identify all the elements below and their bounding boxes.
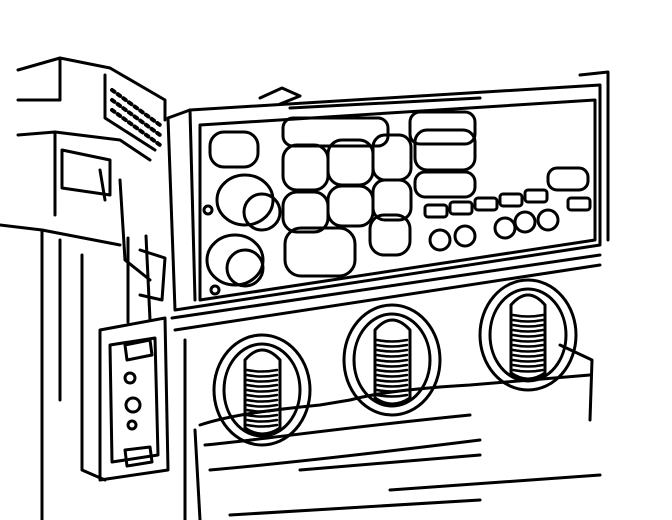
knob-rib: [375, 353, 409, 358]
knob-rib: [375, 388, 409, 393]
knob-rib: [245, 408, 279, 413]
preset-button: [413, 170, 477, 199]
bracket-hole: [123, 371, 137, 385]
knob-rib: [375, 348, 409, 353]
knob-rib: [245, 423, 279, 428]
knob-rib: [245, 393, 279, 398]
knob-rib: [245, 373, 279, 378]
rotary-knob-lower: [205, 233, 265, 288]
knob-rib: [375, 358, 409, 363]
small-knob: [453, 224, 477, 248]
lower-button: [368, 213, 412, 257]
preset-button: [371, 133, 413, 182]
display-window: [281, 116, 390, 148]
preset-button: [281, 190, 330, 234]
knob-rib: [245, 388, 279, 393]
bracket-hole: [126, 419, 138, 431]
knob-rib: [511, 353, 545, 358]
small-knobs: [428, 208, 560, 252]
knob-rib: [511, 313, 545, 318]
preset-button: [413, 128, 477, 172]
knob-rib: [375, 363, 409, 368]
knob-rib: [245, 368, 279, 373]
small-knob: [428, 228, 452, 252]
knob-rib: [245, 418, 279, 423]
preset-button: [408, 110, 477, 146]
small-knob: [536, 208, 560, 232]
knob-rib: [375, 393, 409, 398]
knob-rib: [375, 338, 409, 343]
knob-rib: [245, 398, 279, 403]
climate-knob: [478, 278, 578, 392]
knob-rib: [511, 358, 545, 363]
rotary-knob-upper: [215, 173, 282, 232]
preset-button: [546, 166, 590, 192]
knob-rib: [511, 323, 545, 328]
dash-panel-left: [0, 56, 167, 520]
knob-rib: [245, 378, 279, 383]
preset-button: [281, 143, 330, 192]
small-knob: [493, 216, 517, 240]
climate-knob: [342, 303, 442, 417]
knob-rib: [511, 338, 545, 343]
small-knob: [513, 210, 537, 234]
knob-rib: [511, 318, 545, 323]
lower-button: [283, 226, 357, 278]
knob-rib: [245, 413, 279, 418]
knob-rib: [245, 403, 279, 408]
knob-rib: [375, 383, 409, 388]
knob-rib: [511, 333, 545, 338]
knob-rib: [511, 363, 545, 368]
knob-rib: [375, 368, 409, 373]
climate-knob: [212, 333, 312, 447]
climate-control-panel: [170, 253, 602, 520]
knob-rib: [511, 343, 545, 348]
knob-rib: [375, 373, 409, 378]
knob-rib: [375, 378, 409, 383]
bracket-hole: [124, 396, 142, 414]
radio-faceplate: [166, 70, 610, 312]
preset-button: [326, 184, 375, 228]
knob-rib: [511, 328, 545, 333]
knob-rib: [511, 368, 545, 373]
knob-rib: [245, 383, 279, 388]
mounting-bracket: [98, 234, 170, 482]
preset-button: [371, 178, 413, 222]
preset-button: [208, 130, 260, 169]
small-button-row: [423, 188, 592, 219]
knob-rib: [511, 348, 545, 353]
knob-grip-ribs: [245, 313, 545, 428]
knob-rib: [375, 343, 409, 348]
